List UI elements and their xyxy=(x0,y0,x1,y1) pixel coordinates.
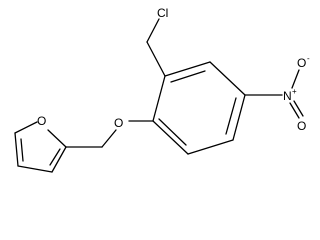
oxygen-charge: - xyxy=(307,54,310,63)
chlorine-atom: Cl xyxy=(157,6,168,20)
furan-bond-c5-c4 xyxy=(14,132,19,167)
ring-bond-2 xyxy=(209,61,246,96)
nitro-nitrogen-atom: N xyxy=(283,89,292,103)
ring-bond-5 xyxy=(152,120,189,155)
bond-o-ch2 xyxy=(101,129,117,148)
bond-n-o-bottom-1 xyxy=(289,102,300,119)
nitro-group: N + O - O xyxy=(244,54,310,133)
nitro-oxygen-top-atom: O xyxy=(297,56,306,70)
ether-linkage: O xyxy=(65,116,154,148)
nitro-oxygen-bottom-atom: O xyxy=(297,119,306,133)
structure-diagram: Cl N + O - O xyxy=(14,6,310,173)
ring-bond-6 xyxy=(152,75,166,122)
bond-n-o-top xyxy=(291,69,300,89)
nitrogen-charge: + xyxy=(292,87,297,96)
ring-double-bond-c xyxy=(158,118,187,146)
furan-ring: O xyxy=(14,114,67,173)
molecule-drawing: Cl N + O - O xyxy=(14,6,310,173)
benzene-ring xyxy=(152,61,246,155)
furan-double-bond-b xyxy=(49,148,61,166)
ether-oxygen-atom: O xyxy=(114,116,123,130)
furan-oxygen-atom: O xyxy=(37,114,46,128)
furan-bond-c4-c3 xyxy=(17,165,53,173)
ring-double-bond-a xyxy=(170,70,206,83)
ring-double-bond-b xyxy=(225,97,237,135)
furan-bond-c2-o xyxy=(47,129,67,148)
chloromethyl-group: Cl xyxy=(146,6,168,77)
furan-double-bond-a xyxy=(20,138,24,162)
ring-bond-1 xyxy=(164,61,211,77)
bond-cl-ch2 xyxy=(146,18,160,43)
ring-bond-4 xyxy=(187,139,234,155)
furan-bond-c3-c2 xyxy=(51,146,67,173)
ring-bond-3 xyxy=(232,94,246,141)
bond-ch2-ring xyxy=(146,41,166,77)
bond-n-o-bottom-2 xyxy=(293,100,304,117)
furan-bond-o-c5 xyxy=(14,121,38,134)
